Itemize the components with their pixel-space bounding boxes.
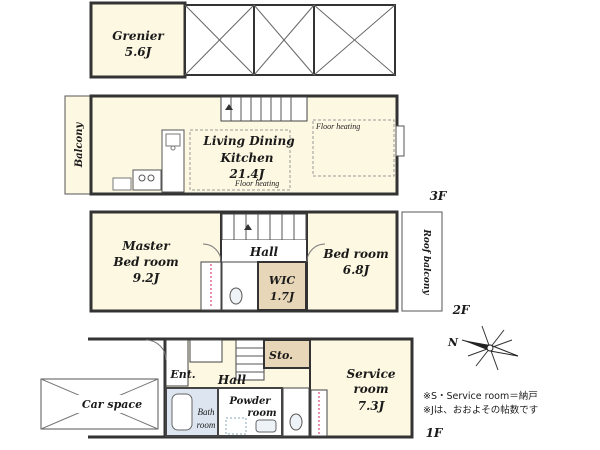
toilet-icon: [289, 413, 303, 431]
shoe-closet: [189, 339, 223, 363]
car-space-label: Car space: [82, 398, 142, 411]
grenier-room: [89, 1, 187, 79]
washer-space: [225, 417, 247, 435]
grenier-size: 5.6J: [125, 45, 153, 59]
hall-label-1f: Hall: [217, 373, 247, 387]
compass-north-label: N: [447, 336, 459, 349]
floor-heating-zone-1: [189, 129, 291, 191]
grenier-level: Grenier 5.6J: [89, 1, 396, 79]
toilet-1f: [282, 387, 310, 437]
toilet-2f: [221, 261, 259, 311]
service-label-line1: Service: [346, 367, 395, 381]
entrance: [165, 339, 189, 387]
stairs-arrow-icon: [244, 224, 252, 230]
ent-label: Ent.: [169, 368, 195, 381]
roof-balcony-label: Roof balcony: [421, 228, 431, 295]
ldk-label-line2: Kitchen: [220, 151, 274, 165]
ldk-size: 21.4J: [229, 167, 266, 181]
balcony-label: Balcony: [74, 122, 85, 169]
floor-label-1f: 1F: [426, 426, 444, 440]
powder-label-line1: Powder: [228, 396, 271, 407]
master-label-line1: Master: [121, 239, 171, 253]
compass-needle-icon: [462, 340, 490, 351]
bath-label-line1: Bath: [198, 407, 215, 417]
kitchen-counter: [161, 129, 185, 193]
bath-label-line2: room: [197, 420, 216, 430]
floor-heating-label-1: Floor heating: [234, 179, 279, 188]
sto-label: Sto.: [269, 349, 293, 362]
roof-balcony: [401, 211, 443, 312]
service-label-line2: room: [353, 382, 388, 396]
note-line-1: ※S・Service room＝納戸: [423, 390, 538, 402]
window: [395, 125, 405, 157]
void-area: [184, 4, 396, 76]
washbasin-icon: [255, 419, 277, 433]
wic-size: 1.7J: [270, 290, 295, 303]
bedroom-label: Bed room: [322, 247, 388, 261]
balcony: [64, 95, 92, 195]
stairs-2f: [221, 213, 307, 241]
stairs-arrow-icon: [225, 104, 233, 110]
master-label-line2: Bed room: [112, 255, 178, 269]
fridge-space: [112, 177, 132, 191]
floor-2f: Roof balcony Hall WIC 1.7J Master Bed ro…: [89, 210, 471, 317]
burner-icon: [138, 174, 146, 182]
service-size: 7.3J: [358, 399, 386, 413]
wic-label: WIC: [269, 274, 295, 287]
ldk-label-line1: Living Dining: [202, 134, 294, 148]
hall-label-2f: Hall: [249, 245, 279, 259]
compass: [461, 325, 519, 371]
floor-3f: Balcony Floor heating Floor heating Livi…: [64, 94, 448, 203]
note-line-2: ※Jは、おおよその帖数です: [423, 404, 538, 416]
storage-room: [263, 339, 311, 369]
floor-label-3f: 3F: [430, 189, 448, 203]
powder-label-line2: room: [247, 408, 276, 419]
stairs-3f: [220, 96, 308, 122]
wic-room: [257, 261, 307, 311]
grenier-label: Grenier: [112, 29, 165, 43]
hall-2f: [222, 240, 306, 262]
door-swing: [202, 243, 222, 263]
master-size: 9.2J: [133, 271, 161, 285]
floor-heating-zone-2: [312, 119, 395, 177]
stairs-1f: [235, 339, 265, 381]
floor-1f: Car space Ent. Sto. Hall Service room 7.…: [40, 337, 444, 440]
toilet-icon: [229, 287, 243, 305]
floor-heating-label-2: Floor heating: [315, 122, 360, 131]
bathtub-icon: [171, 393, 193, 431]
bedroom-size: 6.8J: [343, 263, 371, 277]
floor-label-2f: 2F: [452, 303, 471, 317]
stove: [132, 169, 162, 191]
